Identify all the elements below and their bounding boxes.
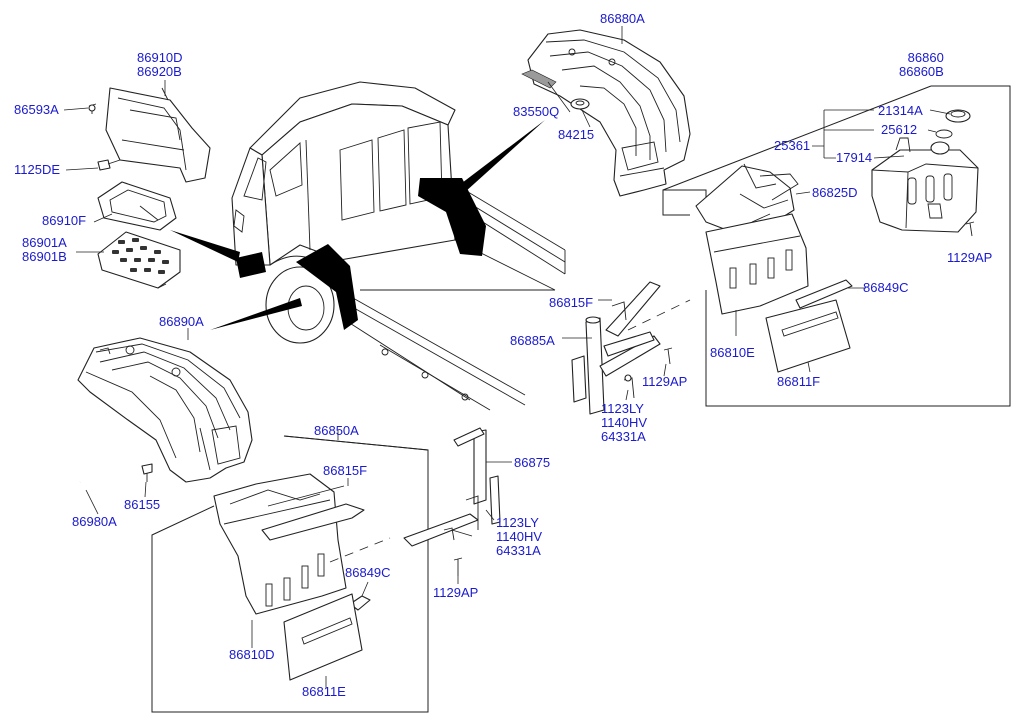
grommet-84215: [570, 98, 590, 110]
label-86875: 86875: [514, 455, 551, 470]
label-86810d: 86810D: [229, 647, 275, 662]
clip-86155: [141, 463, 153, 482]
leader-wedge-86910f: [170, 230, 240, 262]
label-25612: 25612: [881, 122, 918, 137]
bolt-1125de: [97, 159, 121, 171]
label-21314a: 21314A: [878, 103, 923, 118]
part-86811e-flap: [283, 593, 363, 681]
label-86811e: 86811E: [302, 684, 346, 699]
label-17914: 17914: [836, 150, 873, 165]
label-1123ly-1140hv-64331a-middle: 1123LY 1140HV 64331A: [601, 402, 647, 444]
seal-25612: [935, 129, 953, 139]
label-86980a: 86980A: [72, 514, 117, 529]
label-86815f-right: 86815F: [549, 295, 594, 310]
part-86875-stand: [403, 427, 501, 547]
bolt-bottom: [443, 527, 455, 541]
label-86920b: 86920B: [137, 64, 182, 79]
label-86860: 86860: [907, 50, 944, 65]
part-86910d-housing: [105, 87, 211, 183]
leader-wedge-86890a: [210, 298, 302, 330]
part-86880a-fender: [527, 29, 691, 197]
label-1123ly-bottom: 1123LY: [496, 515, 539, 530]
label-86860-86860b: 86860 86860B: [899, 51, 944, 79]
part-86810d-mudguard: [213, 473, 347, 615]
label-86155: 86155: [124, 497, 161, 512]
leader-lines: [63, 26, 951, 688]
label-86850a: 86850A: [314, 423, 359, 438]
part-86825d-bracket: [695, 163, 799, 233]
label-86825d: 86825D: [812, 185, 858, 200]
part-86885a-stand: [571, 316, 661, 415]
label-86890a: 86890A: [159, 314, 204, 329]
part-86860-tank: [871, 137, 979, 233]
label-1125de: 1125DE: [14, 162, 61, 177]
bracket-86815f-right: [605, 281, 661, 337]
label-1129ap-middle: 1129AP: [642, 374, 688, 389]
label-86901b: 86901B: [22, 249, 67, 264]
label-86849c-bottom: 86849C: [345, 565, 391, 580]
label-1123ly-1140hv-64331a-bottom: 1123LY 1140HV 64331A: [496, 516, 542, 558]
label-86880a: 86880A: [600, 11, 645, 26]
bolt-middle: [623, 374, 635, 399]
cap-21314a: [945, 109, 971, 123]
part-86890a-fender: [77, 337, 253, 483]
label-86901a-86901b: 86901A 86901B: [22, 236, 67, 264]
label-86910f: 86910F: [42, 213, 87, 228]
part-86910f-pad: [97, 181, 177, 231]
label-64331a-middle: 64331A: [601, 429, 646, 444]
part-86811f-flap: [765, 299, 851, 373]
screw-1129ap-bottom: [453, 557, 463, 576]
label-86811f: 86811F: [777, 374, 821, 389]
screw-1129ap-middle: [663, 347, 673, 365]
truck-body: [231, 81, 566, 411]
strip-86849c-right: [795, 279, 853, 309]
label-86849c-right: 86849C: [863, 280, 909, 295]
label-86885a: 86885A: [510, 333, 555, 348]
label-1140hv-bottom: 1140HV: [496, 529, 543, 544]
label-1129ap-bottom: 1129AP: [433, 585, 479, 600]
label-86860b: 86860B: [899, 64, 944, 79]
strip-83550q: [521, 69, 557, 89]
part-86901a-mat: [97, 231, 181, 289]
screw-1129ap-right: [965, 221, 975, 237]
label-1123ly-middle: 1123LY: [601, 401, 644, 416]
leader-wedge-83550q: [458, 120, 545, 192]
hose-86980a: [78, 434, 150, 483]
part-86810e-mudguard: [705, 213, 809, 315]
label-1140hv-middle: 1140HV: [601, 415, 648, 430]
label-25361: 25361: [774, 138, 811, 153]
label-84215: 84215: [558, 127, 595, 142]
label-86593a: 86593A: [14, 102, 59, 117]
label-86910d-86920b: 86910D 86920B: [137, 51, 183, 79]
screw-86593a: [88, 103, 97, 114]
bracket-86815f-bottom: [261, 485, 365, 541]
label-86910d: 86910D: [137, 50, 183, 65]
label-1129ap-right: 1129AP: [947, 250, 993, 265]
label-83550q: 83550Q: [513, 104, 560, 119]
label-64331a-bottom: 64331A: [496, 543, 541, 558]
label-86815f-bottom: 86815F: [323, 463, 368, 478]
label-86810e: 86810E: [710, 345, 755, 360]
label-86901a: 86901A: [22, 235, 67, 250]
strip-86849c-bottom: [349, 595, 371, 611]
